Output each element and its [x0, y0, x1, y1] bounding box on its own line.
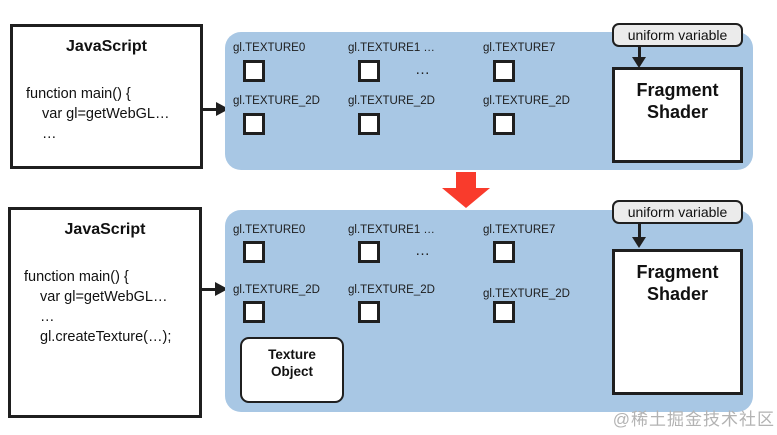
fragment-shader-box-top: Fragment Shader: [612, 67, 743, 163]
texture-unit-slot: [243, 241, 265, 263]
texture-target-slot: [243, 301, 265, 323]
red-arrow-stem: [456, 172, 476, 189]
texture-unit-column-0: gl.TEXTURE0 gl.TEXTURE_2D: [233, 32, 363, 170]
texture-object-box: Texture Object: [240, 337, 344, 403]
code-line: function main() {: [26, 86, 131, 102]
red-arrow-head: [442, 188, 490, 208]
javascript-title-bottom: JavaScript: [64, 221, 146, 238]
texture-unit-label: gl.TEXTURE7: [483, 42, 556, 54]
texture-unit-slot: [493, 241, 515, 263]
code-line: …: [42, 126, 57, 142]
texture-unit-label: gl.TEXTURE1 …: [348, 42, 435, 54]
texture-unit-label: gl.TEXTURE1 …: [348, 224, 435, 236]
texture-target-slot: [358, 113, 380, 135]
arrow-js-to-panel-top: [203, 108, 218, 111]
texture-unit-column-1: gl.TEXTURE1 … gl.TEXTURE_2D: [348, 32, 478, 170]
texture-target-slot: [358, 301, 380, 323]
code-line: var gl=getWebGL…: [42, 106, 170, 122]
texture-target-slot: [493, 301, 515, 323]
texture-unit-label: gl.TEXTURE7: [483, 224, 556, 236]
fragment-shader-box-bottom: Fragment Shader: [612, 249, 743, 395]
texture-unit-column-7: gl.TEXTURE7 gl.TEXTURE_2D: [483, 210, 613, 412]
texture-target-label: gl.TEXTURE_2D: [483, 288, 570, 300]
texture-target-slot: [493, 113, 515, 135]
arrow-uniform-to-shader-top: [638, 47, 641, 59]
texture-unit-label: gl.TEXTURE0: [233, 224, 306, 236]
javascript-box-top: JavaScript function main() { var gl=getW…: [10, 24, 203, 169]
texture-unit-slot: [243, 60, 265, 82]
arrow-uniform-to-shader-bottom: [638, 224, 641, 238]
texture-unit-column-7: gl.TEXTURE7 gl.TEXTURE_2D: [483, 32, 613, 170]
code-line: function main() {: [24, 269, 129, 285]
javascript-code-top: function main() { var gl=getWebGL… …: [26, 84, 169, 144]
arrow-uniform-to-shader-bottom-head: [632, 237, 646, 248]
texture-target-label: gl.TEXTURE_2D: [348, 95, 435, 107]
texture-target-label: gl.TEXTURE_2D: [483, 95, 570, 107]
arrow-js-to-panel-bottom-head: [215, 282, 228, 296]
javascript-title-top: JavaScript: [66, 38, 147, 55]
code-line: …: [40, 309, 55, 325]
ellipsis: …: [415, 61, 430, 78]
texture-unit-column-1: gl.TEXTURE1 … gl.TEXTURE_2D: [348, 210, 478, 412]
javascript-box-bottom: JavaScript function main() { var gl=getW…: [8, 207, 202, 418]
texture-target-label: gl.TEXTURE_2D: [233, 95, 320, 107]
code-line: var gl=getWebGL…: [40, 289, 168, 305]
texture-target-label: gl.TEXTURE_2D: [233, 284, 320, 296]
uniform-variable-box-bottom: uniform variable: [612, 200, 743, 224]
javascript-code-bottom: function main() { var gl=getWebGL… … gl.…: [24, 267, 171, 347]
watermark: @稀土掘金技术社区: [612, 410, 775, 429]
code-line: gl.createTexture(…);: [40, 329, 172, 345]
texture-unit-slot: [358, 241, 380, 263]
texture-unit-column-0: gl.TEXTURE0 gl.TEXTURE_2D: [233, 210, 363, 412]
arrow-uniform-to-shader-top-head: [632, 57, 646, 68]
ellipsis: …: [415, 242, 430, 259]
arrow-js-to-panel-bottom: [202, 288, 217, 291]
texture-unit-label: gl.TEXTURE0: [233, 42, 306, 54]
texture-unit-slot: [493, 60, 515, 82]
uniform-variable-box-top: uniform variable: [612, 23, 743, 47]
texture-target-label: gl.TEXTURE_2D: [348, 284, 435, 296]
texture-target-slot: [243, 113, 265, 135]
texture-unit-slot: [358, 60, 380, 82]
